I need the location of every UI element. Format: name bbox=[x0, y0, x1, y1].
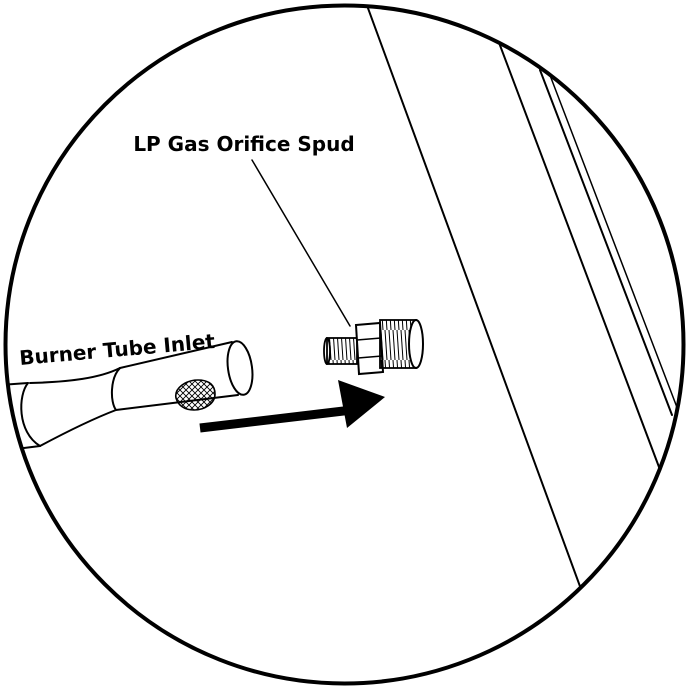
burner-tube bbox=[5, 340, 254, 452]
magnifier-circle bbox=[3, 3, 686, 686]
zoomed-scene bbox=[5, 5, 679, 601]
air-shutter-mesh bbox=[175, 379, 216, 411]
insertion-arrow bbox=[199, 380, 385, 433]
orifice-leader-line bbox=[251, 159, 351, 327]
wall-edge-3 bbox=[539, 69, 673, 416]
orifice-label: LP Gas Orifice Spud bbox=[133, 132, 354, 156]
orifice-spud bbox=[323, 319, 424, 376]
wall-edge-4 bbox=[547, 69, 679, 411]
wall-edge-2 bbox=[497, 39, 663, 476]
wall-edge-1 bbox=[364, 5, 586, 601]
